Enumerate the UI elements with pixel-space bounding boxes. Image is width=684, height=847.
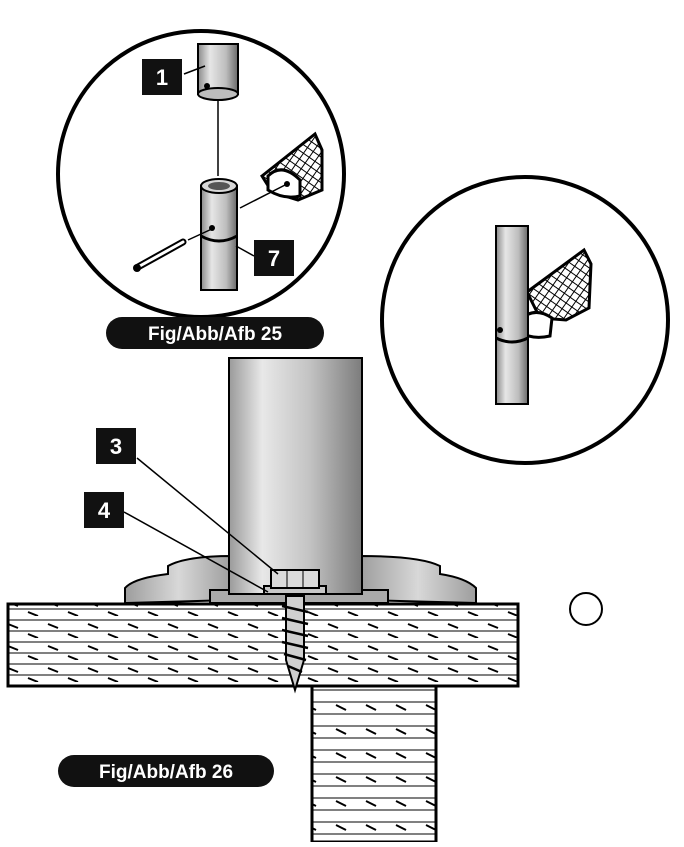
figure-26-caption-text: Fig/Abb/Afb 26	[99, 762, 233, 783]
split-sleeve-pin	[133, 238, 187, 272]
callout-7: 7	[235, 240, 294, 276]
figure-25-detail: 1 7 Fig/Abb/Afb 25	[56, 29, 346, 349]
figure-25-caption: Fig/Abb/Afb 25	[106, 317, 324, 349]
figure-26-caption: Fig/Abb/Afb 26	[58, 755, 274, 787]
wood-board	[6, 602, 520, 688]
callout-3: 3	[96, 428, 279, 575]
callout-3-label: 3	[110, 434, 122, 459]
small-circle-icon	[569, 592, 603, 626]
upper-pole-segment	[197, 43, 239, 101]
lower-pole-segment	[200, 178, 238, 291]
callout-4-label: 4	[98, 498, 111, 523]
figure-25-caption-text: Fig/Abb/Afb 25	[148, 324, 282, 345]
callout-1: 1	[142, 59, 206, 95]
callout-4: 4	[84, 492, 269, 593]
wood-post	[310, 684, 438, 844]
screw-and-washer	[263, 569, 327, 694]
figure-26-detail: 3 4 Fig/Abb/Afb 26	[6, 357, 520, 844]
callout-1-label: 1	[156, 65, 168, 90]
assembled-detail	[380, 175, 670, 465]
shelf-pole	[228, 357, 363, 595]
callout-7-label: 7	[268, 246, 280, 271]
